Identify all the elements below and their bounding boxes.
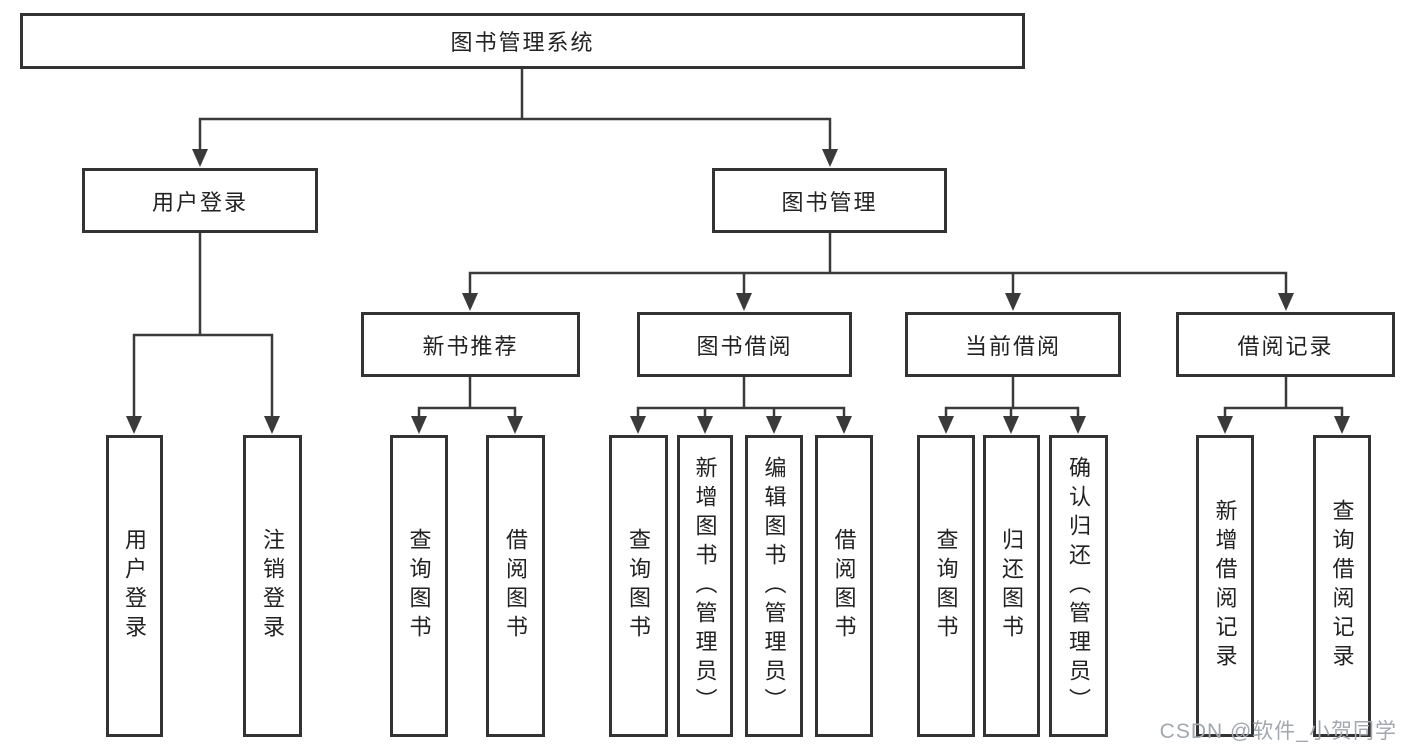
- leaf-query-borrow-record: 查询借阅记录: [1313, 435, 1371, 737]
- leaf-confirm-return-admin: 确认归还（管理员）: [1049, 435, 1108, 737]
- leaf-borrow-books-borrowing: 借阅图书: [815, 435, 873, 737]
- node-book-management: 图书管理: [712, 168, 947, 233]
- leaf-add-books-admin: 新增图书（管理员）: [677, 435, 733, 737]
- leaf-query-books-recommend: 查询图书: [390, 435, 448, 737]
- node-library-management-system: 图书管理系统: [20, 13, 1025, 69]
- leaf-add-borrow-record: 新增借阅记录: [1196, 435, 1254, 737]
- node-book-borrowing: 图书借阅: [637, 312, 852, 377]
- leaf-logout: 注销登录: [243, 435, 302, 737]
- leaf-query-books-current: 查询图书: [917, 435, 975, 737]
- leaf-return-books: 归还图书: [983, 435, 1040, 737]
- node-current-borrowing: 当前借阅: [905, 312, 1121, 377]
- node-borrowing-records: 借阅记录: [1176, 312, 1395, 377]
- node-new-book-recommendation: 新书推荐: [361, 312, 580, 377]
- leaf-borrow-books-recommend: 借阅图书: [486, 435, 545, 737]
- leaf-edit-books-admin: 编辑图书（管理员）: [745, 435, 803, 737]
- leaf-query-books-borrowing: 查询图书: [609, 435, 668, 737]
- leaf-user-login: 用户登录: [106, 435, 163, 737]
- node-user-login: 用户登录: [82, 168, 318, 233]
- watermark: CSDN @软件_小贺同学: [1159, 720, 1397, 743]
